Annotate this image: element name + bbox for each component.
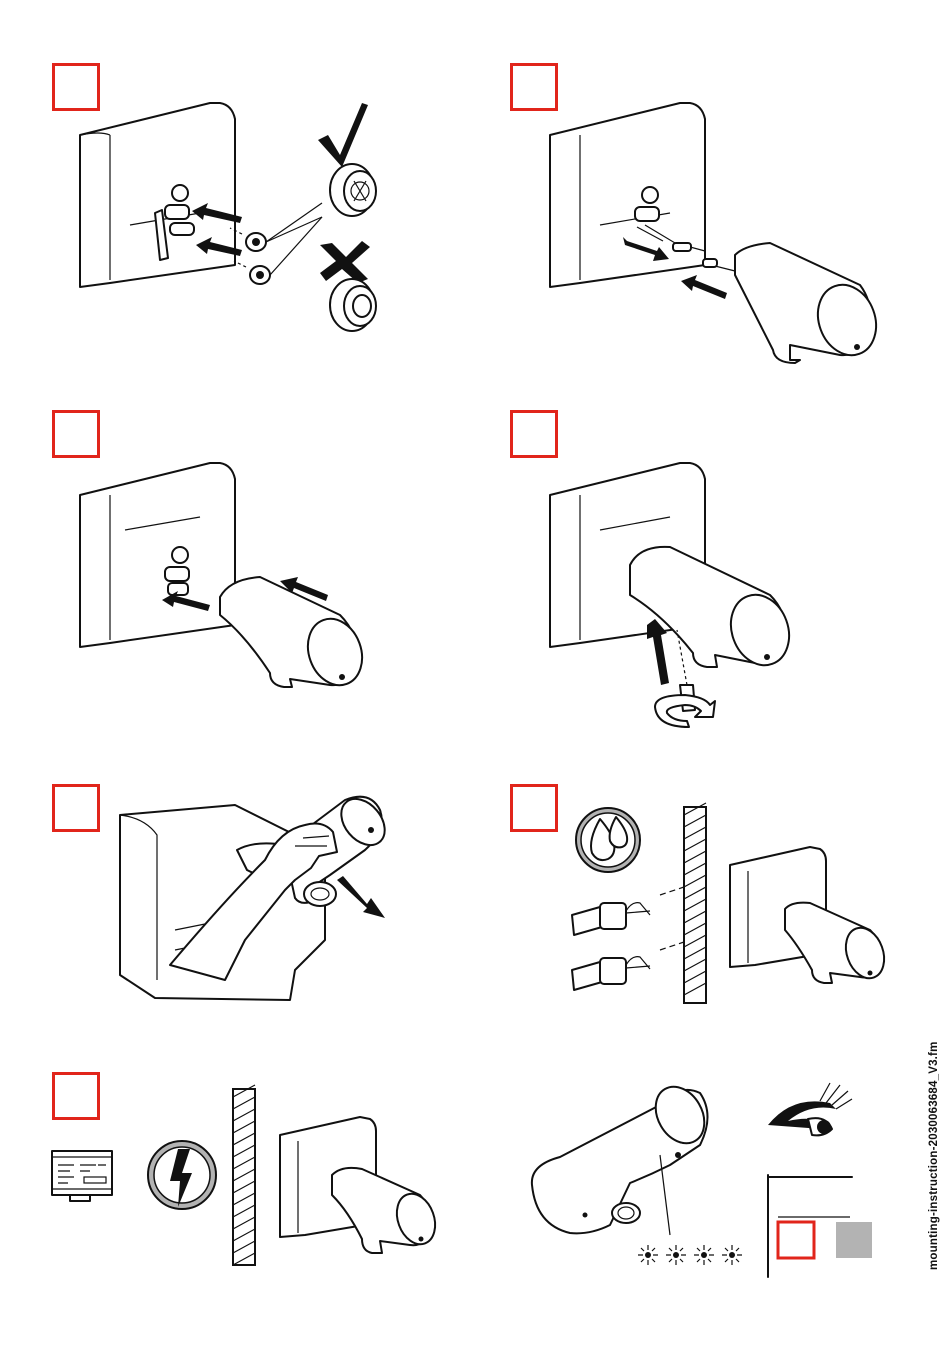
mixing-valve <box>155 185 194 260</box>
step-3-illustration <box>70 455 380 705</box>
step-1-illustration <box>70 95 390 345</box>
step-5-box <box>52 784 100 832</box>
water-drops-icon <box>576 808 640 872</box>
push-arrow <box>681 275 727 299</box>
checkmark-icon <box>318 103 368 167</box>
supply-valve-lower <box>572 942 684 990</box>
eye-icon <box>768 1083 852 1135</box>
step-7-illustration <box>50 1085 450 1270</box>
power-supply-unit <box>52 1151 112 1201</box>
step-6-illustration <box>570 805 890 1005</box>
valve-with-hoses <box>635 187 705 251</box>
valve-connections <box>165 547 189 595</box>
step-6-box <box>510 784 558 832</box>
regulator-correct <box>330 164 376 216</box>
wall-section <box>684 803 706 1003</box>
step-5-illustration <box>115 790 405 1010</box>
step-4-box <box>510 410 558 458</box>
aerator-part <box>304 882 336 906</box>
cross-icon <box>320 241 370 283</box>
flow-regulator-parts <box>230 203 322 284</box>
faucet-body <box>703 243 886 363</box>
faucet-body <box>220 577 371 693</box>
faucet-assembly <box>730 847 891 984</box>
step-8-illustration <box>530 1075 880 1285</box>
supply-valve-upper <box>572 887 684 935</box>
regulator-wrong <box>330 279 376 331</box>
blinking-led-icon <box>638 1245 742 1265</box>
pull-out-arrow <box>337 876 385 918</box>
faucet-body <box>630 547 799 674</box>
status-chart <box>768 1175 872 1277</box>
faucet-assembly <box>280 1117 442 1253</box>
step-4-illustration <box>545 455 875 730</box>
step-3-box <box>52 410 100 458</box>
lightning-icon <box>148 1141 216 1209</box>
faucet-underside <box>532 1078 714 1233</box>
up-arrow <box>647 619 669 685</box>
file-label: mounting-instruction-2030063684_V3.fm <box>928 1041 940 1270</box>
wall-section <box>233 1085 255 1265</box>
step-2-illustration <box>545 95 885 365</box>
